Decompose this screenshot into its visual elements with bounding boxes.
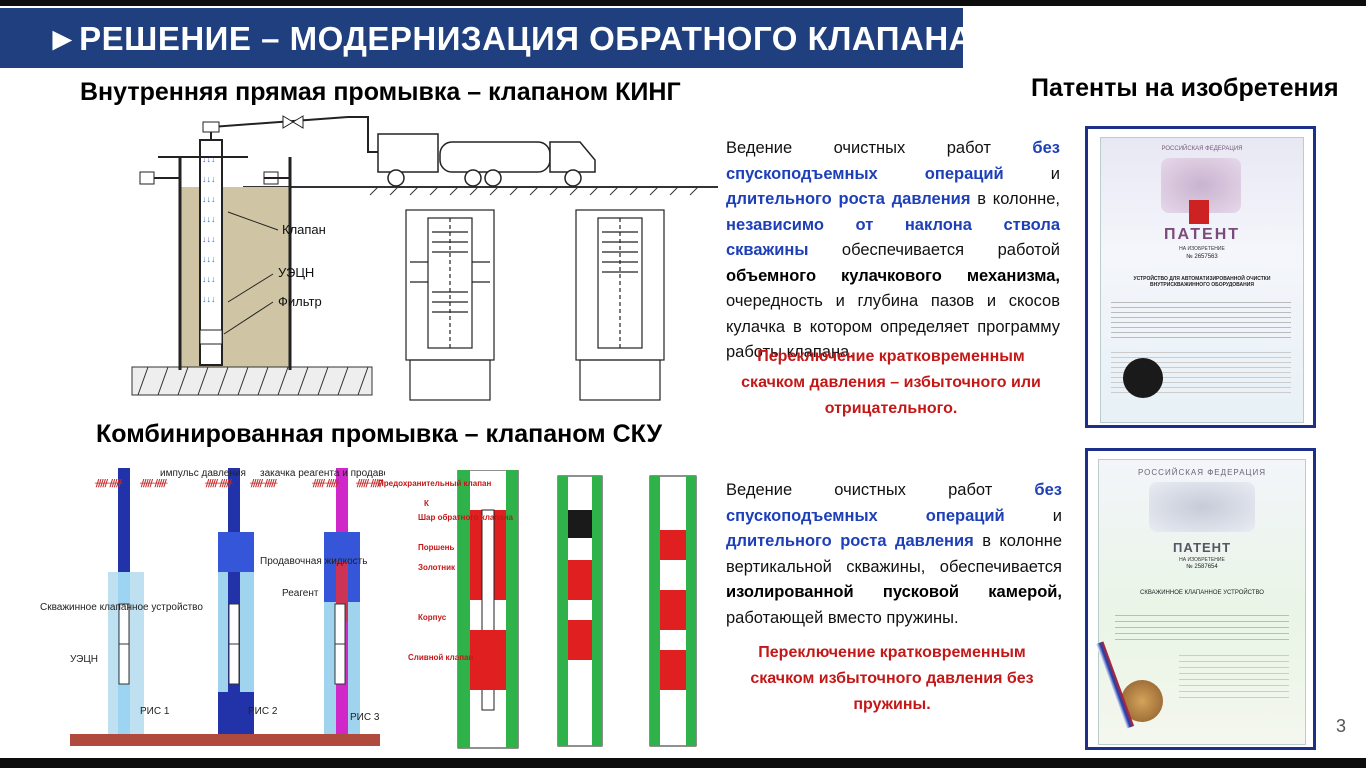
svg-text:↓↓↓: ↓↓↓ (202, 214, 216, 224)
label-reagent: Реагент (282, 588, 319, 599)
ground-hatching (239, 186, 718, 196)
label-sku-pump: УЭЦН (70, 654, 98, 665)
patent-image-1: РОССИЙСКАЯ ФЕДЕРАЦИЯ ПАТЕНТ НА ИЗОБРЕТЕН… (1085, 126, 1316, 428)
patent-image-2: РОССИЙСКАЯ ФЕДЕРАЦИЯ ПАТЕНТ НА ИЗОБРЕТЕН… (1085, 448, 1316, 750)
p1-blue-1: без спускоподъемных операций (726, 139, 1060, 183)
p2-text-2: и (1004, 506, 1062, 525)
p1-text-5: очередность и глубина пазов и скосов кул… (726, 292, 1060, 361)
svg-text:ᚏᚏ: ᚏᚏ (311, 478, 340, 489)
slide-title: ►РЕШЕНИЕ – МОДЕРНИЗАЦИЯ ОБРАТНОГО КЛАПАН… (46, 20, 973, 57)
patent1-coat-of-arms (1189, 200, 1209, 224)
sku-section-3 (649, 475, 697, 747)
sku-well-schemes: ᚏᚏ ᚏᚏ ᚏᚏ ᚏᚏ ᚏᚏ ᚏᚏ импульс давления закачка … (40, 468, 385, 746)
patent1-name: УСТРОЙСТВО ДЛЯ АВТОМАТИЗИРОВАННОЙ ОЧИСТК… (1133, 276, 1271, 288)
label-fig1: РИС 1 (140, 706, 170, 717)
filter-block (199, 329, 223, 345)
scheme-fig1 (108, 468, 144, 742)
ground-strip (70, 734, 380, 746)
label-body: Корпус (418, 613, 447, 622)
sku-description: Ведение очистных работ без спускоподъемн… (726, 478, 1062, 631)
svg-text:ᚏᚏ: ᚏᚏ (249, 478, 278, 489)
svg-text:↓↓↓: ↓↓↓ (202, 234, 216, 244)
king-valve-section-1 (405, 209, 495, 401)
section-title-king: Внутренняя прямая промывка – клапаном КИ… (80, 78, 681, 106)
label-pump: УЭЦН (278, 265, 314, 280)
top-rule (0, 0, 1366, 6)
label-valve: Клапан (282, 222, 326, 237)
label-safety-valve: Предохранительный клапан (378, 479, 491, 488)
label-fig2: РИС 2 (248, 706, 278, 717)
king-switching-note: Переключение кратковременным скачком дав… (741, 348, 1041, 417)
patent1-number: № 2657563 (1186, 254, 1218, 260)
svg-text:ᚏᚏ: ᚏᚏ (355, 478, 384, 489)
label-device: Скважинное клапанное устройство (40, 602, 203, 613)
p1-text-4: обеспечивается работой (808, 241, 1060, 259)
scheme-fig3 (324, 468, 360, 742)
patent1-body-text (1111, 298, 1291, 338)
p2-bold-1: изолированной пусковой камерой, (726, 583, 1062, 601)
label-filter: Фильтр (278, 294, 322, 309)
label-drain-valve: Сливной клапан (408, 653, 473, 662)
label-k: К (424, 499, 429, 508)
label-check-ball: Шар обратного клапана (418, 513, 513, 522)
sku-section-1 (457, 470, 519, 749)
svg-text:ᚏᚏ: ᚏᚏ (94, 478, 123, 489)
well-bottom (131, 366, 373, 396)
patent2-emblem (1149, 482, 1255, 532)
patents-title: Патенты на изобретения (1031, 74, 1339, 102)
p1-blue-3: независимо от наклона ствола скважины (726, 215, 1060, 260)
section-title-sku: Комбинированная промывка – клапаном СКУ (96, 420, 663, 448)
sku-section-2 (557, 475, 603, 747)
sku-valve-sections: Предохранительный клапан К Шар обратного… (378, 470, 697, 749)
p1-text-1: Ведение очистных работ (726, 139, 1033, 157)
pump-truck (377, 133, 596, 187)
scheme-fig2 (218, 468, 254, 742)
patent1-word: ПАТЕНТ (1163, 226, 1241, 243)
label-injection: закачка реагента и продавочной жидкости (260, 468, 385, 479)
flow-arrows: ↓↓↓ ↓↓↓ ↓↓↓ ↓↓↓ ↓↓↓ ↓↓↓ ↓↓↓ ↓↓↓ (202, 154, 216, 304)
page-number: 3 (1336, 716, 1347, 736)
p1-blue-2: длительного роста давления (726, 190, 971, 208)
p2-text-4: работающей вместо пружины. (726, 608, 959, 627)
patent1-country: РОССИЙСКАЯ ФЕДЕРАЦИЯ (1161, 146, 1243, 152)
wellhead-valve-left (139, 171, 155, 185)
p2-text-3: в колонне вертикальной скважины, обеспеч… (726, 532, 1063, 576)
svg-text:↓↓↓: ↓↓↓ (202, 254, 216, 264)
svg-text:↓↓↓: ↓↓↓ (202, 274, 216, 284)
king-valve-section-2 (575, 209, 665, 401)
patent1-seal (1123, 358, 1163, 398)
p1-bold-1: объемного кулачкового механизма, (726, 266, 1060, 285)
label-piston: Поршень (418, 543, 454, 552)
p2-text-1: Ведение очистных работ (726, 481, 1035, 499)
svg-text:↓↓↓: ↓↓↓ (202, 294, 216, 304)
patent2-signatures (1179, 650, 1289, 700)
king-description: Ведение очистных работ без спускоподъемн… (726, 136, 1060, 366)
svg-text:↓↓↓: ↓↓↓ (202, 194, 216, 204)
patent1-sub: НА ИЗОБРЕТЕНИЕ (1179, 246, 1225, 252)
sku-switching-note: Переключение кратковременным скачком изб… (750, 644, 1034, 713)
p2-blue-2: длительного роста давления (726, 532, 974, 550)
patent2-number: № 2587654 (1186, 564, 1218, 570)
label-fig3: РИС 3 (350, 712, 380, 723)
king-well-diagram: ↓↓↓ ↓↓↓ ↓↓↓ ↓↓↓ ↓↓↓ ↓↓↓ ↓↓↓ ↓↓↓ Клапан У… (131, 115, 718, 401)
label-displacement: Продавочная жидкость (260, 556, 367, 567)
svg-text:↓↓↓: ↓↓↓ (202, 154, 216, 164)
p1-text-3: в колонне, (970, 190, 1060, 208)
well-annulus (180, 187, 290, 372)
p2-blue-1: без спускоподъемных операций (726, 481, 1062, 525)
patent2-country: РОССИЙСКАЯ ФЕДЕРАЦИЯ (1138, 468, 1266, 477)
patent2-word: ПАТЕНТ (1172, 540, 1232, 555)
p1-text-2: и (1003, 164, 1060, 183)
svg-text:ᚏᚏ: ᚏᚏ (139, 478, 168, 489)
bottom-rule (0, 758, 1366, 768)
svg-text:ᚏᚏ: ᚏᚏ (204, 478, 233, 489)
label-impulse: импульс давления (160, 468, 246, 479)
patent2-sub: НА ИЗОБРЕТЕНИЕ (1179, 557, 1225, 563)
svg-text:↓↓↓: ↓↓↓ (202, 174, 216, 184)
title-banner: ►РЕШЕНИЕ – МОДЕРНИЗАЦИЯ ОБРАТНОГО КЛАПАН… (0, 8, 973, 68)
patent2-body-text (1115, 610, 1289, 640)
patent2-name: СКВАЖИННОЕ КЛАПАННОЕ УСТРОЙСТВО (1140, 590, 1264, 596)
label-spool: Золотник (418, 563, 456, 572)
